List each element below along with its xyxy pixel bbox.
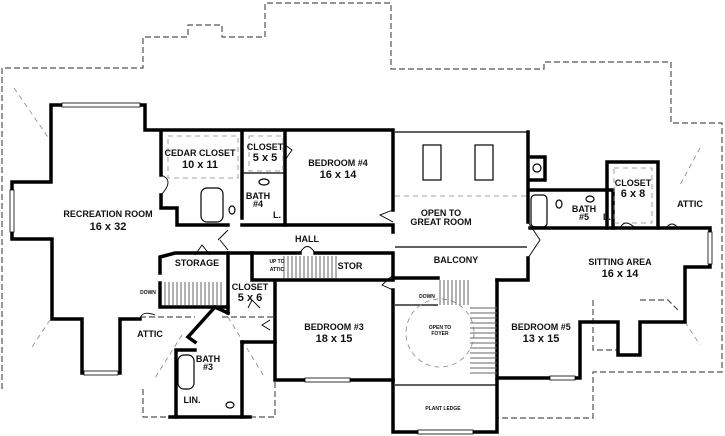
skylight-2 [474,144,494,181]
up-to-attic-label-2: ATTIC [270,267,285,273]
linen-3-label: LIN. [184,395,201,405]
toilet-5 [555,199,563,209]
bedroom-3-size: 18 x 15 [316,333,353,345]
bedroom-4-label: BEDROOM #4 [308,158,368,168]
skylight-1 [422,144,442,181]
toilet-3 [225,401,235,409]
closet-6x8-size: 6 x 8 [621,188,645,200]
sink-4 [258,178,270,186]
sitting-area-label: SITTING AREA [588,257,652,267]
bath-5-label: BATH [572,204,596,214]
plant-ledge-label: PLANT LEDGE [425,406,461,412]
bath-4-label: BATH [246,191,270,201]
stairs-down-label-right: DOWN [419,294,435,300]
bathtub-5 [530,194,548,228]
fixtures [167,135,653,409]
windows [9,102,713,435]
cedar-closet-size: 10 x 11 [182,159,218,171]
recreation-room-size: 16 x 32 [90,221,127,233]
bedroom-5-size: 13 x 15 [523,333,560,345]
room-labels: RECREATION ROOM 16 x 32 CEDAR CLOSET 10 … [63,142,703,412]
closet-5x6-label: CLOSET [232,282,269,292]
closet-6x8-label: CLOSET [615,178,652,188]
linen-4-label: L. [273,210,281,220]
open-foyer-label-1: OPEN TO [429,325,452,331]
up-to-attic-label-1: UP TO [269,259,284,265]
bath-3-label: BATH [196,354,220,364]
bathtub-4 [200,187,224,223]
attic-right-label: ATTIC [677,199,703,209]
open-great-room-label-2: GREAT ROOM [410,217,471,227]
bath-5-number: #5 [579,212,589,222]
sitting-area-size: 16 x 14 [602,268,640,280]
sink-5 [585,195,595,203]
toilet-4 [228,205,236,215]
storage-label: STORAGE [175,258,219,268]
closet-5x6-size: 5 x 6 [238,292,262,304]
bedroom-5-label: BEDROOM #5 [511,322,571,332]
closet-5x5-size: 5 x 5 [253,152,277,164]
linen-5-label: L. [603,212,611,222]
storage-small-label: STOR [338,261,363,271]
hall-label: HALL [295,234,319,244]
open-great-room-label-1: OPEN TO [421,208,461,218]
bath-4-number: #4 [253,199,263,209]
doors [139,144,679,331]
recreation-room-label: RECREATION ROOM [63,209,152,219]
bedroom-3-label: BEDROOM #3 [304,322,364,332]
walls [10,103,712,434]
fireplace-icon [532,163,542,173]
closet-5x5-label: CLOSET [247,142,284,152]
cedar-closet-label: CEDAR CLOSET [164,148,236,158]
open-foyer-label-2: FOYER [431,331,449,337]
balcony-label: BALCONY [434,255,479,265]
stairs [164,256,497,374]
bathtub-3 [177,354,195,390]
stairs-down-label-left: DOWN [140,290,156,296]
attic-left-label: ATTIC [137,329,163,339]
bedroom-4-size: 16 x 14 [320,169,358,181]
bath-3-number: #3 [203,362,213,372]
